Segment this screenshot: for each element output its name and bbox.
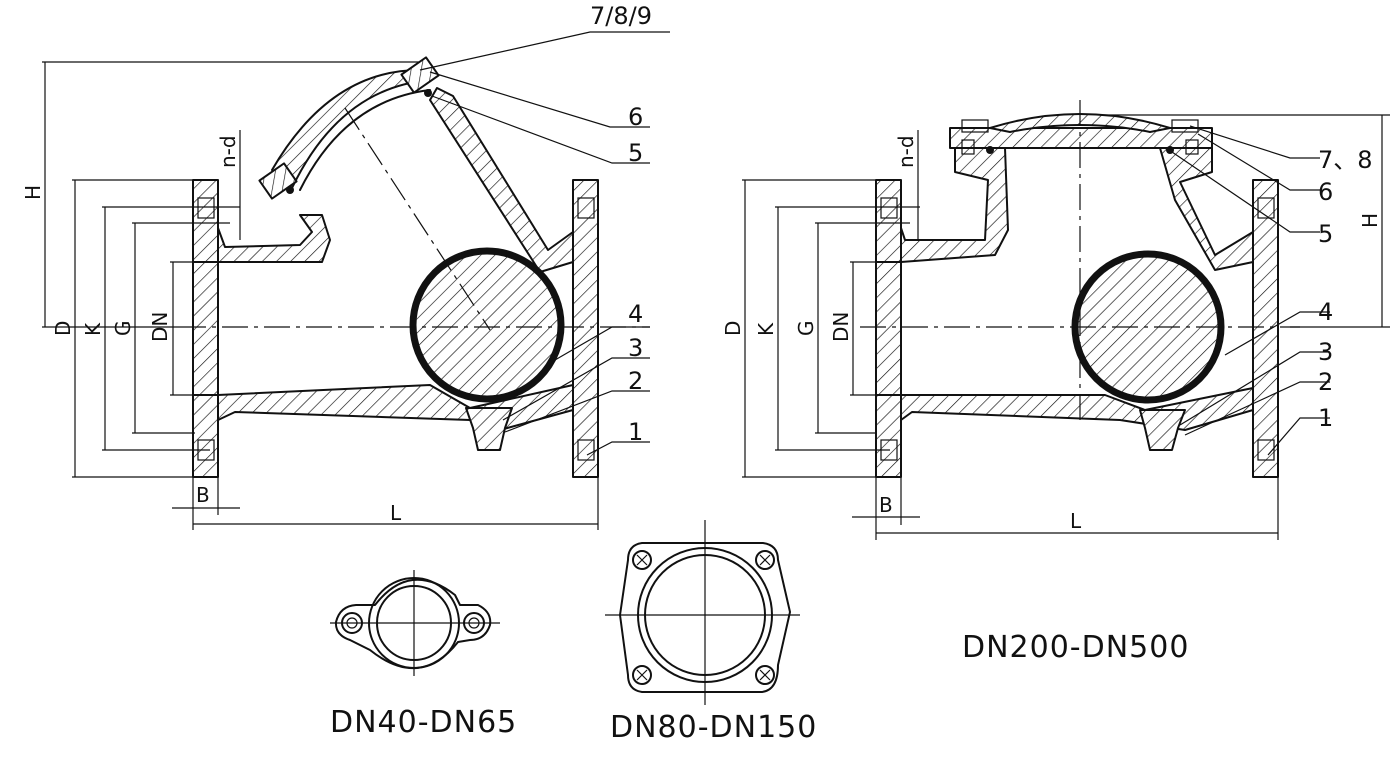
right-leader-1 — [1267, 417, 1330, 456]
left-dim-l: L — [390, 501, 402, 525]
left-callout-4: 4 — [628, 300, 643, 328]
medium-cover-outline — [619, 542, 791, 693]
right-callout-78: 7、8 — [1318, 146, 1373, 174]
right-valve-section-view — [742, 100, 1390, 540]
right-dim-d: D — [721, 321, 745, 336]
left-callout-1: 1 — [628, 418, 643, 446]
left-bonnet-neck — [429, 87, 574, 273]
right-callout-1: 1 — [1318, 404, 1333, 432]
left-leader-789 — [419, 31, 670, 71]
right-outlet-flange — [1252, 179, 1279, 478]
right-body-neck-right — [1159, 147, 1254, 271]
left-dim-k: K — [81, 322, 105, 336]
left-dim-g: G — [111, 321, 135, 337]
caption-dn80-dn150: DN80-DN150 — [610, 710, 817, 745]
left-outlet-flange — [572, 179, 599, 478]
medium-bolt-br — [755, 665, 775, 685]
left-flange-hole-br — [577, 439, 595, 461]
right-leader-5 — [1171, 151, 1320, 233]
right-dim-dn: DN — [829, 312, 853, 342]
right-leader-4 — [1224, 311, 1330, 356]
left-dim-h: H — [21, 185, 45, 200]
left-leader-4 — [554, 326, 650, 361]
left-flange-hole-tl — [197, 197, 215, 219]
right-dim-b: B — [879, 493, 893, 517]
right-inlet-flange — [875, 179, 902, 478]
right-callout-5: 5 — [1318, 220, 1333, 248]
right-callout-2: 2 — [1318, 368, 1333, 396]
right-leader-2 — [1184, 381, 1330, 436]
right-body-neck-left — [900, 147, 1009, 263]
left-leader-5 — [431, 95, 650, 164]
right-cover-bolt-left — [961, 119, 989, 133]
right-seal-dot-left — [986, 146, 994, 154]
right-cover-plate — [949, 127, 1213, 149]
left-callout-3: 3 — [628, 334, 643, 362]
right-dim-g: G — [794, 321, 818, 337]
right-callout-6: 6 — [1318, 178, 1333, 206]
right-dim-h: H — [1358, 213, 1382, 228]
small-cover-top-view — [330, 570, 500, 676]
right-callout-3: 3 — [1318, 338, 1333, 366]
left-upper-body-wall — [217, 214, 331, 263]
left-diagonal-centerline — [344, 107, 491, 331]
left-dim-b: B — [196, 483, 210, 507]
left-dim-nd: n-d — [216, 135, 240, 168]
right-drain-plug — [1139, 409, 1186, 451]
left-cover-bolt-lower — [258, 162, 298, 200]
medium-bolt-tr — [755, 550, 775, 570]
left-callout-789: 7/8/9 — [590, 2, 652, 30]
right-callout-4: 4 — [1318, 298, 1333, 326]
left-callout-6: 6 — [628, 103, 643, 131]
left-flange-hole-tr — [577, 197, 595, 219]
right-dim-nd: n-d — [894, 135, 918, 168]
medium-bolt-bl — [632, 665, 652, 685]
left-dim-d: D — [51, 321, 75, 336]
left-seal-dot-lower — [286, 186, 294, 194]
medium-cover-top-view — [605, 520, 800, 705]
right-leader-3 — [1179, 351, 1330, 426]
left-leader-3 — [502, 357, 650, 421]
left-drain-plug — [465, 407, 513, 451]
left-cover-bolt-upper — [400, 56, 440, 94]
small-cover-outline — [334, 578, 492, 670]
left-leader-6 — [429, 71, 650, 128]
left-inlet-flange — [192, 179, 219, 478]
left-bonnet-cover — [271, 69, 431, 189]
left-valve-section-view — [42, 31, 670, 530]
medium-bolt-tl — [632, 550, 652, 570]
right-dim-k: K — [754, 322, 778, 336]
right-lower-body-wall — [900, 387, 1254, 431]
right-dim-l: L — [1070, 509, 1082, 533]
left-dim-dn: DN — [148, 312, 172, 342]
left-callout-2: 2 — [628, 367, 643, 395]
right-cover-bolt-right — [1171, 119, 1199, 133]
caption-dn40-dn65: DN40-DN65 — [330, 705, 517, 740]
left-seal-dot-upper — [424, 89, 432, 97]
caption-dn200-dn500: DN200-DN500 — [962, 630, 1189, 665]
right-leader-78 — [1189, 125, 1320, 159]
left-bonnet-inner — [299, 89, 431, 191]
left-callout-5: 5 — [628, 139, 643, 167]
right-leader-6 — [1197, 133, 1320, 191]
left-leader-2 — [504, 390, 650, 433]
left-leader-1 — [586, 441, 650, 456]
